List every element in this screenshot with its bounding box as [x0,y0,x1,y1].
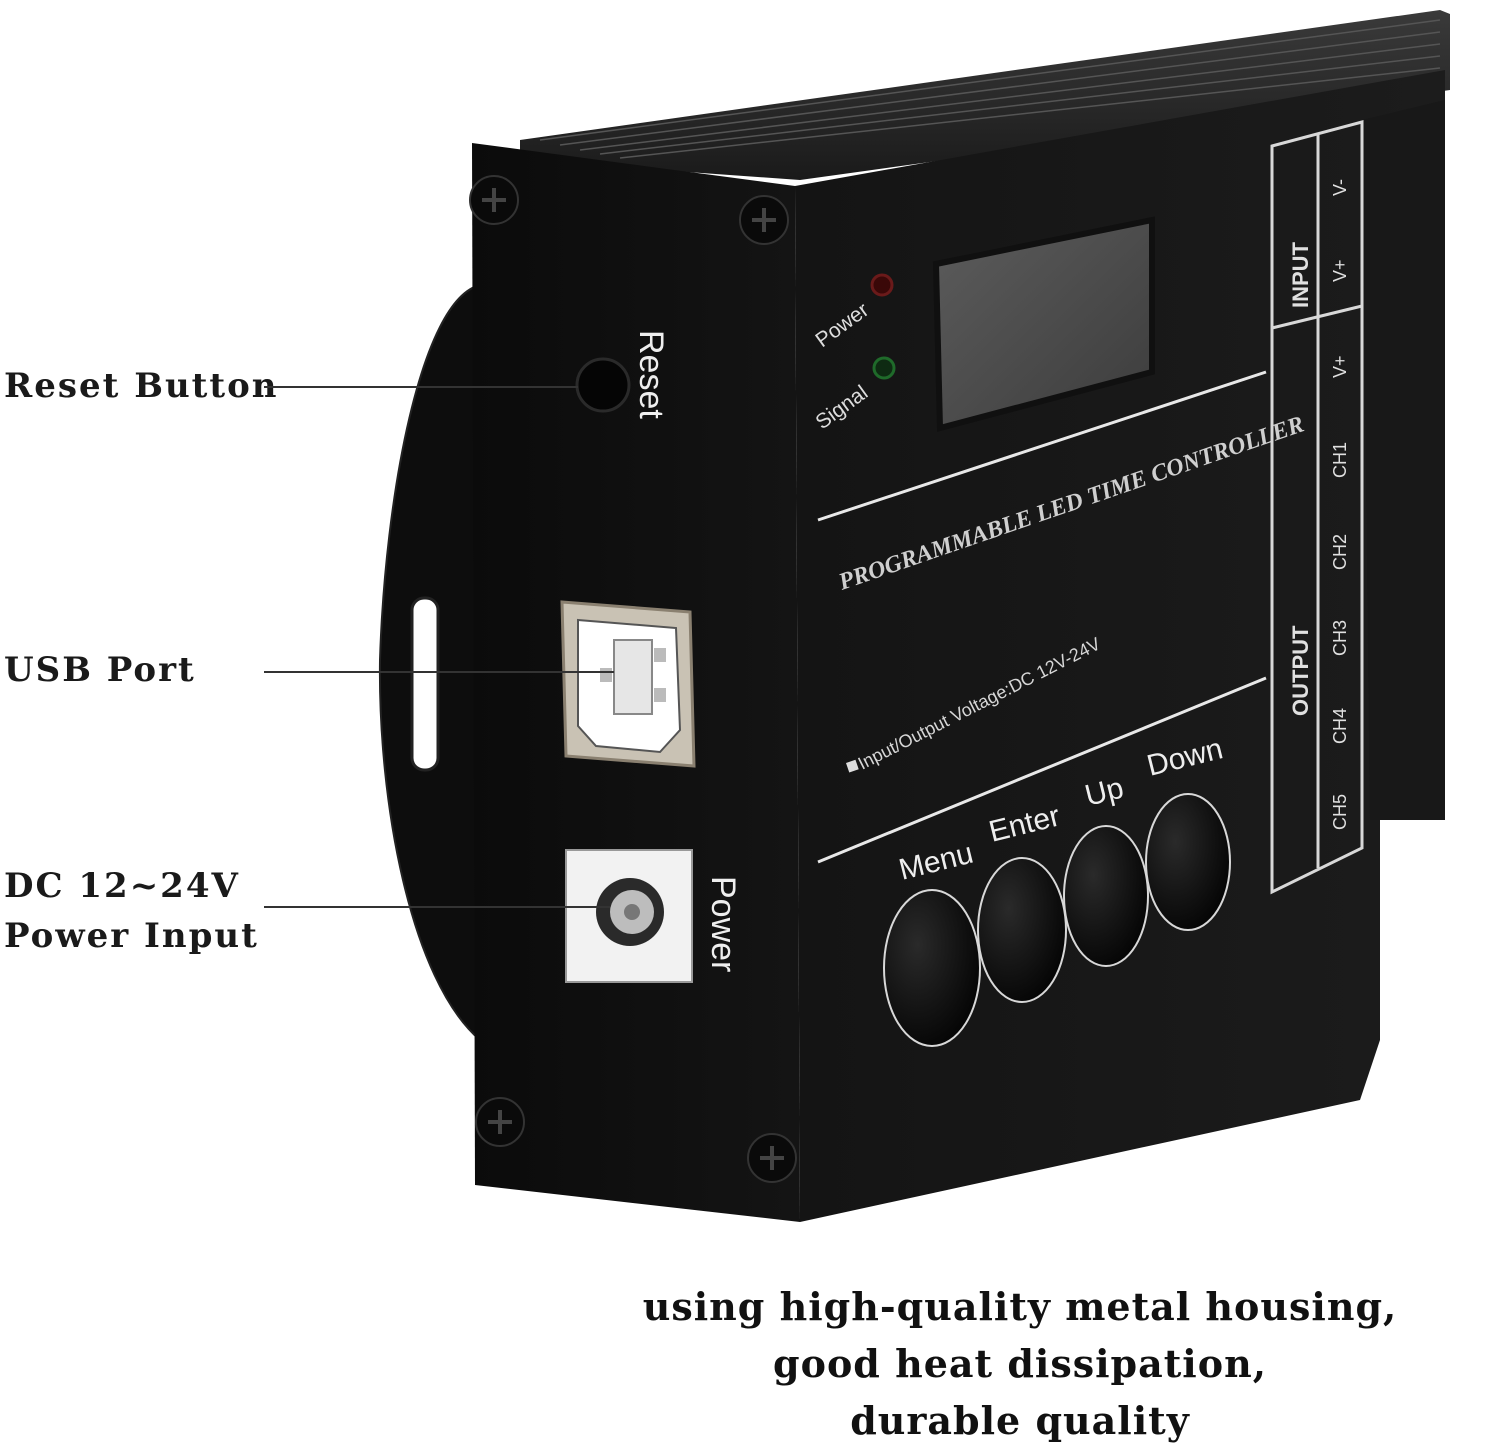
menu-button[interactable] [883,889,981,1047]
bracket-slot [410,596,440,772]
up-button[interactable] [1063,825,1149,967]
usb-port[interactable] [560,600,696,768]
divider-line [817,676,1267,864]
reset-leader-line [264,386,578,388]
usb-leader-line [264,671,614,673]
terminal-label: V+ [1330,355,1350,378]
feature-caption: using high-quality metal housing, good h… [570,1278,1470,1449]
lcd-display [932,216,1155,432]
caption-line: good heat dissipation, [773,1341,1267,1386]
input-group-label: INPUT [1288,241,1313,308]
terminal-label: CH2 [1330,534,1350,570]
reset-button[interactable] [575,357,631,413]
enter-button[interactable] [977,857,1067,1003]
signal-led [872,356,896,380]
screw-icon [739,195,789,245]
power-led [870,273,894,297]
reset-button-callout: Reset Button [4,366,279,406]
divider-line [817,370,1267,522]
terminal-label: V+ [1330,259,1350,282]
terminal-label: CH3 [1330,620,1350,656]
dc-power-jack[interactable] [565,849,693,983]
power-input-callout-line1: DC 12~24V [4,866,240,906]
down-button[interactable] [1145,793,1231,931]
terminal-label: CH5 [1330,794,1350,830]
screw-icon [747,1133,797,1183]
power-leader-line [264,906,610,908]
side-reset-label: Reset [632,330,670,419]
screw-icon [475,1097,525,1147]
caption-line: durable quality [850,1398,1190,1443]
usb-port-callout: USB Port [4,650,196,690]
output-group-label: OUTPUT [1288,625,1313,716]
bullet-icon [845,759,859,773]
top-heatsink [520,10,1450,180]
terminal-label: CH1 [1330,442,1350,478]
terminal-label: V- [1330,179,1350,196]
caption-line: using high-quality metal housing, [642,1284,1398,1329]
terminal-panel [1270,120,1364,895]
screw-icon [469,175,519,225]
terminal-label: CH4 [1330,708,1350,744]
terminal-list: V- V+ V+ CH1 CH2 CH3 CH4 CH5 [1330,179,1350,830]
power-input-callout-line2: Power Input [4,916,259,956]
side-power-label: Power [704,876,742,972]
